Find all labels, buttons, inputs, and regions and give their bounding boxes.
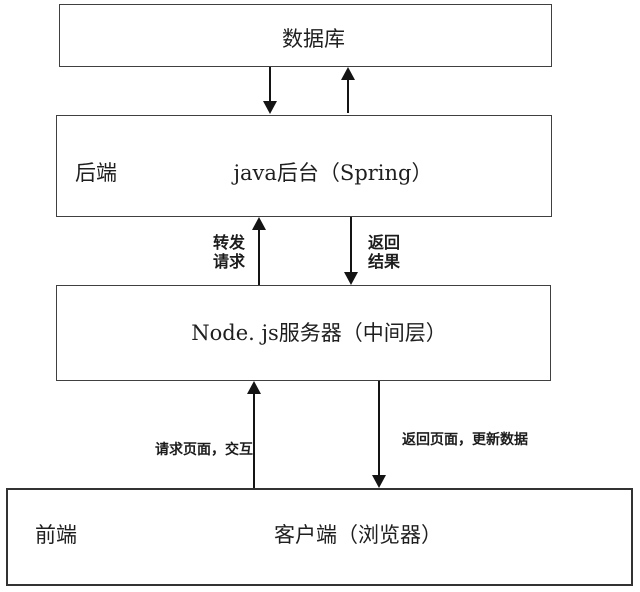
frontend-box: 前端 客户端（浏览器） bbox=[6, 488, 633, 586]
database-label: 数据库 bbox=[282, 27, 345, 51]
frontend-side-label: 前端 bbox=[35, 523, 77, 547]
forward-request-line1: 转发 bbox=[212, 233, 245, 252]
arrow-up-icon bbox=[341, 67, 355, 80]
return-result-line2: 结果 bbox=[367, 252, 400, 271]
arrow-down-icon bbox=[372, 475, 386, 488]
database-box: 数据库 bbox=[59, 4, 552, 67]
backend-side-label: 后端 bbox=[75, 161, 117, 185]
frontend-label: 客户端（浏览器） bbox=[274, 523, 442, 547]
backend-box: 后端 java后台（Spring） bbox=[56, 115, 552, 217]
return-page-label: 返回页面，更新数据 bbox=[402, 432, 528, 448]
middleware-label: Node. js服务器（中间层） bbox=[191, 321, 447, 345]
forward-request-line2: 请求 bbox=[212, 252, 245, 271]
backend-label: java后台（Spring） bbox=[233, 161, 433, 185]
arrow-backend-to-middleware-line bbox=[350, 217, 352, 273]
arrow-database-to-backend-line bbox=[269, 67, 271, 103]
arrow-down-icon bbox=[344, 272, 358, 285]
arrow-down-icon bbox=[263, 101, 277, 114]
forward-request-label: 转发 请求 bbox=[209, 233, 249, 271]
arrow-up-icon bbox=[252, 217, 266, 230]
return-result-label: 返回 结果 bbox=[364, 233, 404, 271]
middleware-box: Node. js服务器（中间层） bbox=[56, 285, 551, 381]
arrow-frontend-to-middleware-line bbox=[253, 393, 255, 488]
arrow-middleware-to-frontend-line bbox=[378, 381, 380, 476]
arrow-up-icon bbox=[247, 381, 261, 394]
return-result-line1: 返回 bbox=[367, 233, 400, 252]
arrow-middleware-to-backend-line bbox=[258, 229, 260, 285]
request-page-label: 请求页面，交互 bbox=[155, 442, 253, 458]
arrow-backend-to-database-line bbox=[347, 79, 349, 113]
